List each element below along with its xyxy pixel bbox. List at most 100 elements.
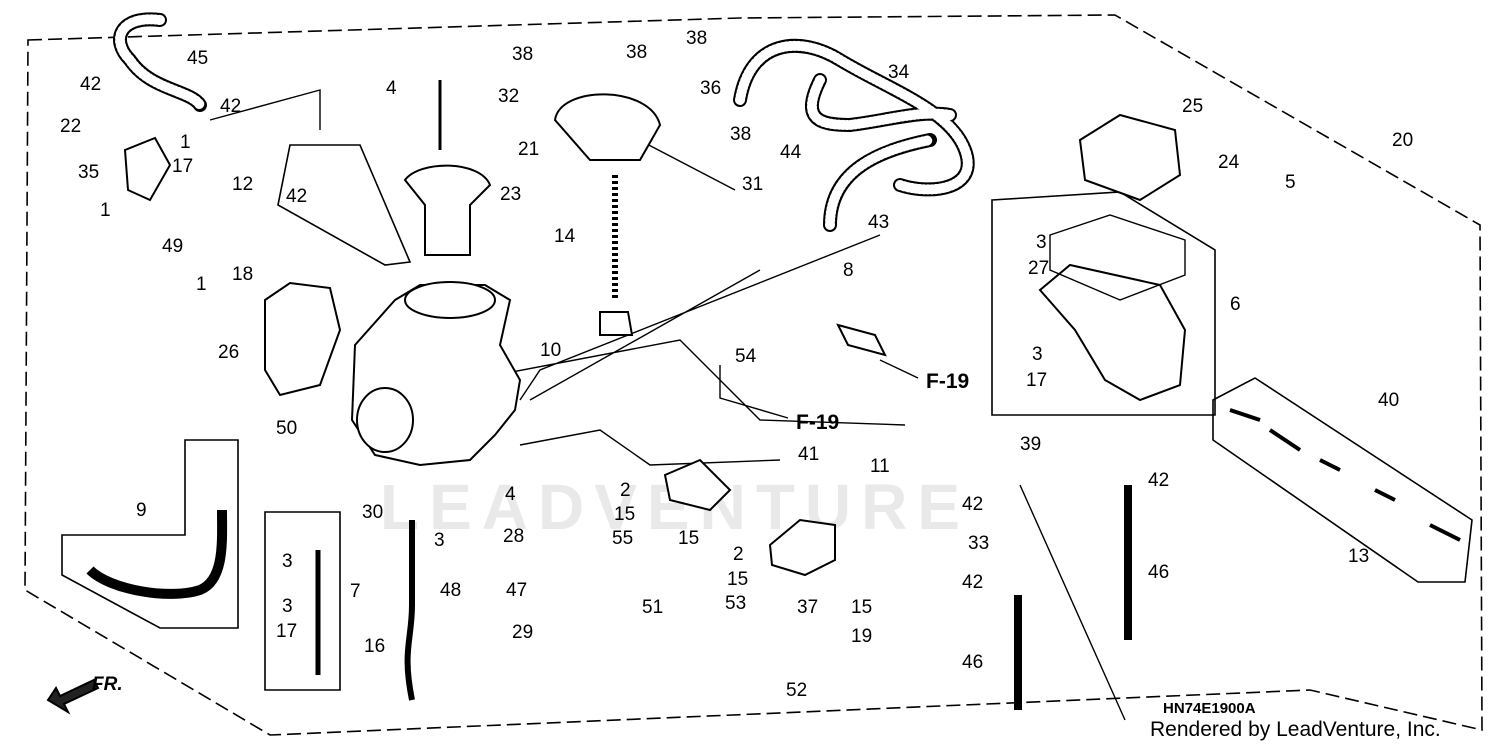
callout-40: 40 xyxy=(1378,390,1399,411)
callout-45: 45 xyxy=(187,48,208,69)
callout-51: 51 xyxy=(642,597,663,618)
callout-1: 1 xyxy=(180,132,191,153)
callout-38: 38 xyxy=(512,44,533,65)
chamber-26 xyxy=(264,281,342,397)
callout-42: 42 xyxy=(286,186,307,207)
group-box-9 xyxy=(61,439,239,629)
callout-21: 21 xyxy=(518,139,539,160)
hose-45-fill xyxy=(115,14,205,110)
callout-15: 15 xyxy=(727,569,748,590)
callout-49: 49 xyxy=(162,236,183,257)
callout-2: 2 xyxy=(733,544,744,565)
callout-4: 4 xyxy=(505,484,516,505)
callout-42: 42 xyxy=(220,96,241,117)
callout-42: 42 xyxy=(962,494,983,515)
callout-3: 3 xyxy=(1032,344,1043,365)
callout-33: 33 xyxy=(968,533,989,554)
callout-42: 42 xyxy=(1148,470,1169,491)
wire-16 xyxy=(404,520,415,701)
callout-36: 36 xyxy=(700,78,721,99)
callout-39: 39 xyxy=(1020,434,1041,455)
callout-50: 50 xyxy=(276,418,297,439)
callout-10: 10 xyxy=(540,340,561,361)
callout-5: 5 xyxy=(1285,172,1296,193)
ref-arrow-lower xyxy=(719,365,789,419)
fitting-8 xyxy=(836,323,887,357)
pilot-13-parts xyxy=(1229,408,1461,542)
top-cover-21 xyxy=(553,93,662,161)
front-arrow-icon xyxy=(46,678,100,715)
callout-46: 46 xyxy=(962,652,983,673)
callout-46: 46 xyxy=(1148,562,1169,583)
callout-38: 38 xyxy=(686,28,707,49)
diagram-code: HN74E1900A xyxy=(1163,700,1256,717)
callout-26: 26 xyxy=(218,342,239,363)
callout-53: 53 xyxy=(725,593,746,614)
callout-3: 3 xyxy=(282,551,293,572)
callout-42: 42 xyxy=(962,572,983,593)
callout-55: 55 xyxy=(612,528,633,549)
group-box-6 xyxy=(991,191,1216,416)
callout-43: 43 xyxy=(868,212,889,233)
ref-f19-lower[interactable]: F-19 xyxy=(796,411,839,434)
sensor-37 xyxy=(768,518,836,577)
callout-47: 47 xyxy=(506,580,527,601)
callout-12: 12 xyxy=(232,174,253,195)
callout-38: 38 xyxy=(730,124,751,145)
callout-32: 32 xyxy=(498,86,519,107)
lever-15 xyxy=(663,458,732,512)
callout-1: 1 xyxy=(100,200,111,221)
callout-18: 18 xyxy=(232,264,253,285)
ref-f19-upper[interactable]: F-19 xyxy=(926,370,969,393)
cover-35 xyxy=(123,136,172,202)
callout-3: 3 xyxy=(434,530,445,551)
float-chamber-6 xyxy=(1038,263,1187,402)
carburetor-top xyxy=(404,281,496,319)
callout-15: 15 xyxy=(614,504,635,525)
credit-text: Rendered by LeadVenture, Inc. xyxy=(1150,718,1441,741)
needle-23-holder xyxy=(403,164,492,256)
callout-25: 25 xyxy=(1182,96,1203,117)
ref-arrow-upper xyxy=(879,359,919,379)
callout-13: 13 xyxy=(1348,546,1369,567)
callout-11: 11 xyxy=(870,456,890,477)
callout-35: 35 xyxy=(78,162,99,183)
group-lines xyxy=(209,89,1126,721)
group-box-12 xyxy=(277,144,412,266)
callout-17: 17 xyxy=(172,156,193,177)
cover-5 xyxy=(1078,113,1182,202)
callout-27: 27 xyxy=(1028,258,1049,279)
callout-20: 20 xyxy=(1392,130,1413,151)
callout-34: 34 xyxy=(888,62,910,83)
valve-10 xyxy=(599,311,634,336)
callout-24: 24 xyxy=(1218,152,1240,173)
callout-37: 37 xyxy=(797,597,818,618)
callout-3: 3 xyxy=(1036,232,1047,253)
callout-23: 23 xyxy=(500,184,521,205)
callout-48: 48 xyxy=(440,580,461,601)
callout-6: 6 xyxy=(1230,294,1241,315)
callout-19: 19 xyxy=(851,626,872,647)
callout-31: 31 xyxy=(742,174,763,195)
callout-2: 2 xyxy=(620,480,631,501)
callout-17: 17 xyxy=(276,621,297,642)
callout-7: 7 xyxy=(350,581,361,602)
callout-15: 15 xyxy=(851,597,872,618)
hose-9 xyxy=(86,509,228,599)
group-box-7 xyxy=(264,511,341,691)
callout-30: 30 xyxy=(362,502,383,523)
callout-41: 41 xyxy=(798,444,819,465)
carburetor-bore xyxy=(356,387,414,453)
callout-4: 4 xyxy=(386,78,397,99)
callout-42: 42 xyxy=(80,74,101,95)
group-box-13 xyxy=(1212,377,1473,583)
callout-14: 14 xyxy=(554,226,576,247)
direction-label: FR. xyxy=(92,674,123,695)
callout-3: 3 xyxy=(282,596,293,617)
assembly-frame xyxy=(24,14,1483,736)
callout-28: 28 xyxy=(503,526,524,547)
callout-52: 52 xyxy=(786,680,807,701)
callout-16: 16 xyxy=(364,636,385,657)
callout-9: 9 xyxy=(136,500,147,521)
